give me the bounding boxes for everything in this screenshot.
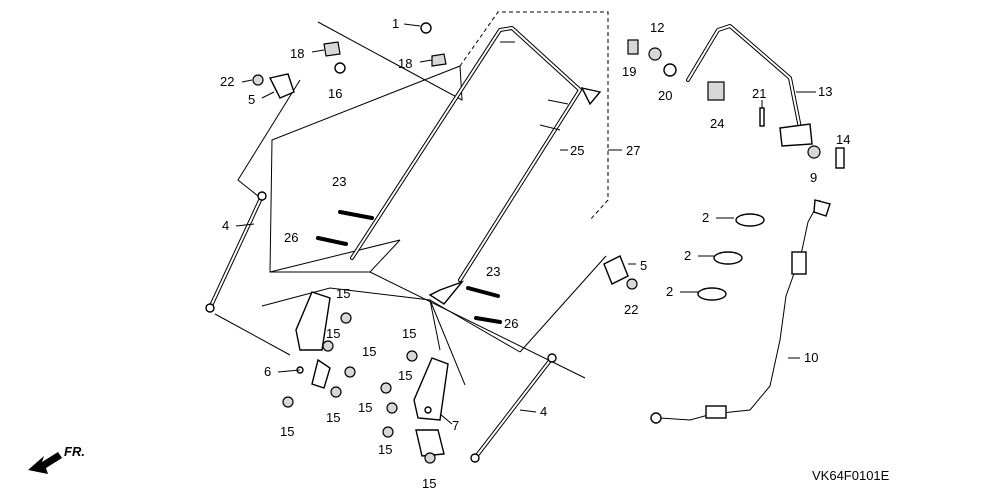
nut-24-icon	[707, 81, 725, 101]
callout-5a: 5	[248, 92, 255, 107]
callout-labels: 1 2 2 2 4 4 5 5 6 7 9 10 12 13 14 15 15 …	[220, 16, 850, 491]
front-label: FR.	[64, 444, 85, 459]
front-direction-arrow: FR.	[28, 444, 85, 474]
nut-15e-icon	[330, 386, 342, 398]
callout-2c: 2	[666, 284, 673, 299]
callout-26a: 26	[284, 230, 298, 245]
callout-7: 7	[452, 418, 459, 433]
callout-10: 10	[804, 350, 818, 365]
washer-20-icon	[663, 63, 677, 77]
callout-15c: 15	[362, 344, 376, 359]
callout-23a: 23	[332, 174, 346, 189]
nut-22b-icon	[626, 278, 638, 290]
callout-1: 1	[392, 16, 399, 31]
callout-2b: 2	[684, 248, 691, 263]
nut-15b-icon	[322, 340, 334, 352]
callout-22a: 22	[220, 74, 234, 89]
callout-6: 6	[264, 364, 271, 379]
callout-2a: 2	[702, 210, 709, 225]
leader-lines	[235, 23, 816, 425]
cable-10	[650, 199, 831, 424]
collar-19-icon	[627, 39, 639, 55]
callout-27: 27	[626, 143, 640, 158]
callout-15i: 15	[378, 442, 392, 457]
nut-15i-icon	[382, 426, 394, 438]
clip-1-icon	[420, 22, 432, 34]
callout-15f: 15	[402, 326, 416, 341]
assembly-outline	[214, 21, 607, 386]
bracket-left-6	[295, 291, 331, 389]
nut-12-icon	[648, 47, 662, 61]
callout-22b: 22	[624, 302, 638, 317]
callout-15d: 15	[280, 424, 294, 439]
callout-13: 13	[818, 84, 832, 99]
callout-16: 16	[328, 86, 342, 101]
lower-rod-right-4	[470, 353, 557, 463]
callout-15a: 15	[336, 286, 350, 301]
callout-15h: 15	[358, 400, 372, 415]
bolt-23b-icon	[466, 286, 500, 298]
callout-23b: 23	[486, 264, 500, 279]
hardware-parts	[252, 22, 845, 464]
bolt-26b-icon	[474, 316, 502, 324]
callout-25: 25	[570, 143, 584, 158]
bolt-23a-icon	[338, 210, 374, 220]
callout-21: 21	[752, 86, 766, 101]
nut-15d-icon	[282, 396, 294, 408]
callout-18b: 18	[398, 56, 412, 71]
lower-rod-left-4	[205, 191, 267, 313]
callout-18a: 18	[290, 46, 304, 61]
callout-9: 9	[810, 170, 817, 185]
callout-14: 14	[836, 132, 850, 147]
callout-4a: 4	[222, 218, 229, 233]
callout-15e: 15	[326, 410, 340, 425]
nut-18-icon	[323, 41, 341, 57]
bracket-right-7	[413, 357, 449, 457]
nut-15a-icon	[340, 312, 352, 324]
nut-16-icon	[334, 62, 346, 74]
callout-26b: 26	[504, 316, 518, 331]
nut-9-icon	[807, 145, 821, 159]
clips-2	[697, 213, 765, 301]
nut-15c-icon	[344, 366, 356, 378]
control-lever-13	[686, 24, 813, 147]
collar-5b-icon	[603, 255, 629, 285]
nut-18b-icon	[431, 53, 447, 67]
callout-4b: 4	[540, 404, 547, 419]
callout-15b: 15	[326, 326, 340, 341]
bolt-26a-icon	[316, 236, 348, 246]
callout-19: 19	[622, 64, 636, 79]
upper-handle-25	[350, 26, 602, 305]
nut-15h-icon	[386, 402, 398, 414]
bracket-27	[459, 11, 609, 221]
callout-15j: 15	[422, 476, 436, 491]
nut-22-icon	[252, 74, 264, 86]
callout-15g: 15	[398, 368, 412, 383]
diagram-code: VK64F0101E	[812, 468, 890, 483]
nut-15g-icon	[380, 382, 392, 394]
callout-12: 12	[650, 20, 664, 35]
nut-15j-icon	[424, 452, 436, 464]
callout-5b: 5	[640, 258, 647, 273]
callout-20: 20	[658, 88, 672, 103]
pin-21-icon	[759, 107, 765, 127]
bolt-14-icon	[835, 147, 845, 169]
collar-5-icon	[268, 73, 295, 99]
callout-24: 24	[710, 116, 724, 131]
nut-15f-icon	[406, 350, 418, 362]
